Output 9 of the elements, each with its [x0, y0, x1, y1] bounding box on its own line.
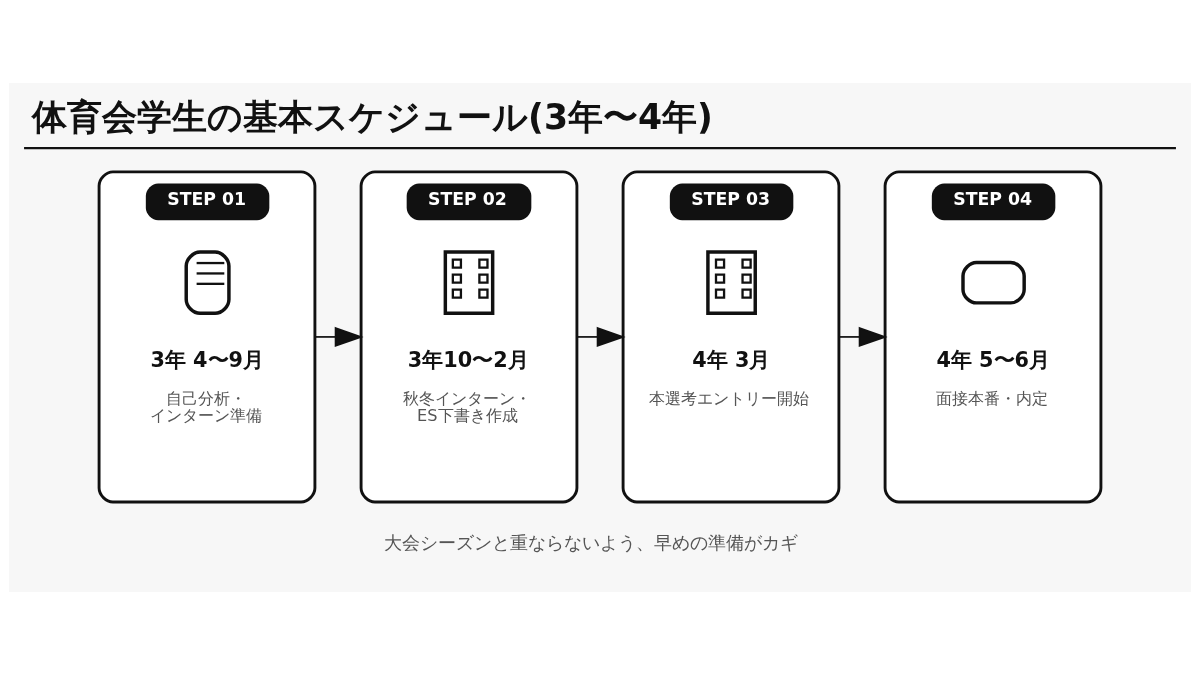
- caption: 大会シーズンと重ならないよう、早めの準備がカギ: [384, 532, 799, 554]
- node-box: STEP 03 4年 3月 本選考エントリー開始: [621, 170, 841, 504]
- node-box: STEP 04 4年 5〜6月 面接本番・内定: [883, 170, 1103, 504]
- diagram-title: 体育会学生の基本スケジュール(3年〜4年): [32, 96, 713, 137]
- arrow: [314, 326, 364, 348]
- arrow: [838, 326, 888, 348]
- arrow: [576, 326, 626, 348]
- node-box: STEP 02 3年10〜2月 秋冬インターン・ES下書き作成: [359, 170, 579, 504]
- node-box: STEP 01 3年 4〜9月 自己分析・インターン準備: [97, 170, 317, 504]
